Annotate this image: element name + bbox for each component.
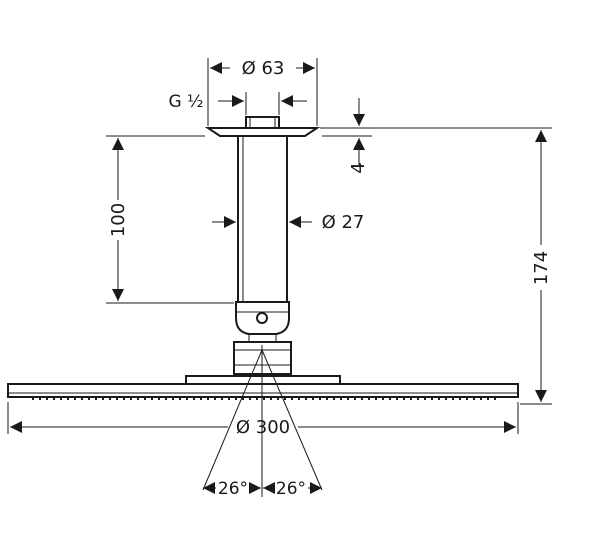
flange-height-label: 4 bbox=[348, 162, 369, 173]
arm-length-label: 100 bbox=[108, 203, 129, 237]
dimension-spray-angle: 26° 26° bbox=[203, 479, 322, 499]
dimension-thread: G ½ bbox=[168, 92, 307, 115]
swivel-joint bbox=[233, 301, 292, 375]
shower-head bbox=[7, 375, 519, 400]
ceiling-flange bbox=[204, 116, 321, 137]
dimension-overall-height: 174 bbox=[320, 127, 552, 405]
overall-height-label: 174 bbox=[531, 251, 552, 285]
dimension-head-diameter: Ø 300 bbox=[7, 402, 519, 438]
head-diameter-label: Ø 300 bbox=[236, 417, 290, 438]
dimension-flange-height: 4 bbox=[322, 98, 372, 174]
flange-diameter-label: Ø 63 bbox=[242, 58, 285, 79]
tilt-left-label: 26° bbox=[218, 479, 248, 499]
tilt-right-label: 26° bbox=[276, 479, 306, 499]
thread-label: G ½ bbox=[168, 92, 203, 112]
dimension-flange-diameter: Ø 63 bbox=[207, 58, 318, 126]
dimension-arm-diameter: Ø 27 bbox=[212, 212, 364, 233]
spray-angle-lines bbox=[202, 345, 323, 497]
arm-diameter-label: Ø 27 bbox=[322, 212, 365, 233]
dimension-arm-length: 100 bbox=[106, 135, 234, 304]
shower-arm bbox=[237, 135, 288, 303]
